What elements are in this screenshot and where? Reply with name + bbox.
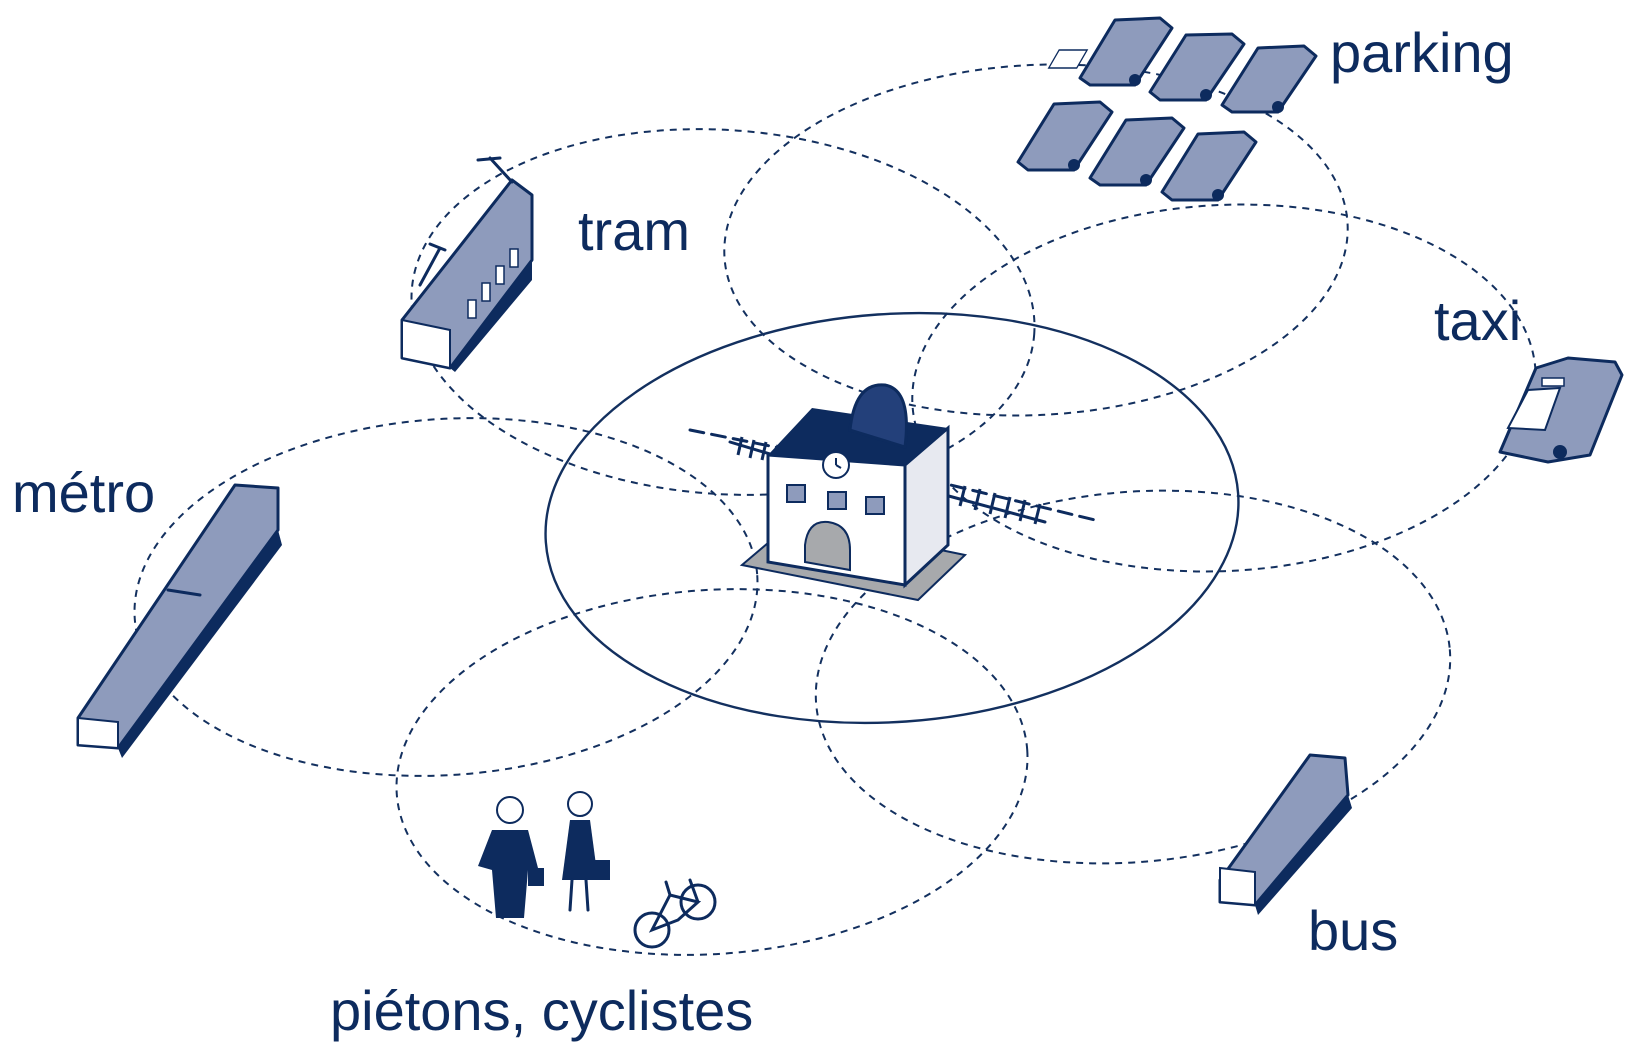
station-area-ring xyxy=(544,311,1240,725)
car-icon xyxy=(1016,100,1114,172)
car-icon xyxy=(1148,32,1246,102)
person-icon xyxy=(478,796,544,918)
person-icon xyxy=(562,791,610,912)
bus-icon xyxy=(1218,753,1352,915)
tram-ring xyxy=(410,128,1036,496)
car-icon xyxy=(1220,44,1318,114)
bus-ring xyxy=(814,489,1452,865)
pedestrian-ring xyxy=(395,588,1029,956)
bicycle-icon xyxy=(633,878,717,949)
label-parking: parking xyxy=(1330,21,1514,84)
station-icon xyxy=(688,383,1097,602)
car-icon xyxy=(1160,130,1258,202)
parking-cars xyxy=(1016,16,1318,202)
metro-train-icon xyxy=(76,483,282,758)
label-bus: bus xyxy=(1308,899,1398,962)
taxi-ring xyxy=(911,203,1537,573)
service-area-rings xyxy=(133,63,1537,956)
taxi-icon xyxy=(1498,356,1624,464)
car-icon xyxy=(1047,16,1174,87)
label-metro: métro xyxy=(12,461,155,524)
label-tram: tram xyxy=(578,199,690,262)
label-taxi: taxi xyxy=(1434,289,1521,352)
label-pedestrians-cyclists: piétons, cyclistes xyxy=(330,979,753,1042)
metro-ring xyxy=(133,417,759,777)
car-icon xyxy=(1088,116,1186,187)
parking-ring xyxy=(723,63,1349,417)
tram-icon xyxy=(400,156,534,372)
